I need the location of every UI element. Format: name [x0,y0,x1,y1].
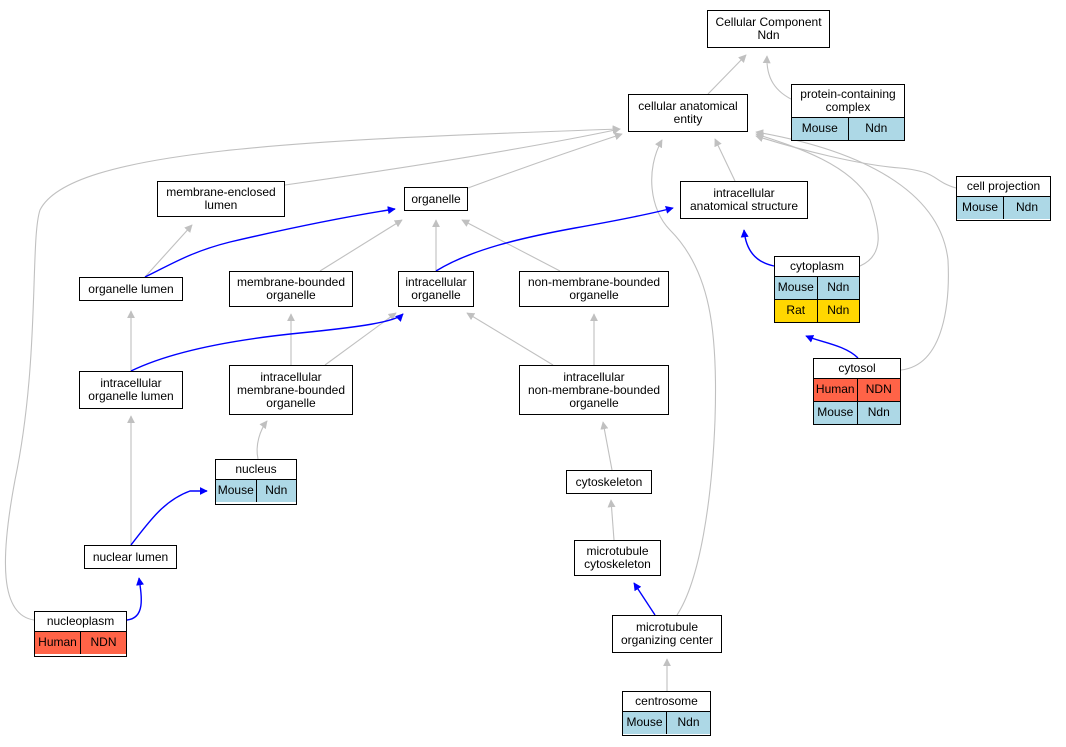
edge-pcc-to-cc [762,55,796,102]
species-cell: Mouse [814,402,857,424]
node-label: non-membrane-bounded organelle [527,275,661,302]
node-label: protein-containing complex [800,87,896,114]
gene-cell: Ndn [816,300,859,322]
edge-np-partof-nl [126,577,145,621]
node-microtubule-organizing-center[interactable]: microtubule organizing center [612,615,722,653]
node-label: nucleoplasm [46,614,115,628]
node-label: intracellular membrane-bounded organelle [236,369,346,410]
species-cell: Mouse [775,277,817,299]
edge-mtoc-partof-mtc [633,582,656,616]
node-label: microtubule cytoskeleton [584,544,651,571]
edge-inmbo-to-io [466,312,554,366]
node-label: intracellular non-membrane-bounded organ… [527,369,661,410]
node-label: microtubule organizing center [620,620,714,647]
node-intracellular-non-membrane-bounded-organelle[interactable]: intracellular non-membrane-bounded organ… [519,365,669,415]
species-row: Mouse Ndn [814,401,900,424]
edge-cs-to-inmbo [600,421,613,471]
node-label: membrane-bounded organelle [236,275,346,302]
species-row: Human NDN [35,631,126,654]
species-cell: Mouse [216,480,256,502]
gene-cell: NDN [80,632,126,654]
node-label: cytoplasm [789,259,845,273]
species-row: Mouse Ndn [792,117,904,140]
node-nucleus[interactable]: nucleus Mouse Ndn [215,459,297,505]
species-row: Mouse Ndn [623,711,710,734]
species-row: Rat Ndn [775,299,859,322]
edge-ias-to-cae [714,138,736,182]
edge-io-partof-ias [435,205,674,272]
node-label: cell projection [966,179,1041,193]
edge-np-to-cae [4,125,621,621]
species-row: Mouse Ndn [957,196,1050,219]
node-intracellular-membrane-bounded-organelle[interactable]: intracellular membrane-bounded organelle [229,365,353,415]
edge-ol-to-mel [144,224,193,278]
node-label: membrane-enclosed lumen [166,185,276,212]
node-cellular-component[interactable]: Cellular Component Ndn [707,10,830,48]
edge-nuc-to-imbo [256,420,268,460]
node-intracellular-anatomical-structure[interactable]: intracellular anatomical structure [680,181,808,219]
species-row: Human NDN [814,378,900,401]
node-label: nucleus [235,462,277,476]
edge-mel-to-cae [284,126,621,186]
node-label: intracellular anatomical structure [689,186,799,213]
edge-nl-partof-nuc [130,487,208,546]
edge-mtc-to-cs [607,499,616,541]
node-nuclear-lumen[interactable]: nuclear lumen [84,545,177,569]
edge-org-to-cae [467,132,623,189]
node-non-membrane-bounded-organelle[interactable]: non-membrane-bounded organelle [519,271,669,307]
edge-mbo-to-org [319,219,403,272]
node-label: organelle [411,191,461,206]
edge-iol-partof-io [130,313,404,372]
gene-cell: Ndn [847,118,904,140]
node-protein-containing-complex[interactable]: protein-containing complex Mouse Ndn [791,84,905,141]
node-centrosome[interactable]: centrosome Mouse Ndn [622,691,711,736]
edge-nmbo-to-org [461,219,561,272]
species-row: Mouse Ndn [775,276,859,299]
node-membrane-bounded-organelle[interactable]: membrane-bounded organelle [229,271,353,307]
node-membrane-enclosed-lumen[interactable]: membrane-enclosed lumen [157,181,285,217]
node-organelle-lumen[interactable]: organelle lumen [79,277,183,301]
species-cell: Mouse [623,712,666,734]
species-cell: Rat [775,300,817,322]
edge-cytosol-to-cae [755,129,949,371]
gene-cell: Ndn [1003,197,1050,219]
node-nucleoplasm[interactable]: nucleoplasm Human NDN [34,611,127,657]
gene-cell: Ndn [816,277,859,299]
gene-cell: Ndn [666,712,710,734]
gene-cell: Ndn [856,402,900,424]
species-cell: Mouse [792,118,848,140]
node-label: nuclear lumen [92,549,169,564]
edge-cytosol-partof-cyto [805,335,859,359]
node-intracellular-organelle[interactable]: intracellular organelle [398,271,474,307]
node-label: centrosome [635,694,698,708]
node-label: Cellular Component Ndn [715,15,822,42]
species-row: Mouse Ndn [216,479,296,502]
node-label: cellular anatomical entity [638,99,738,126]
node-label: cytoskeleton [575,474,643,489]
node-cytoskeleton[interactable]: cytoskeleton [566,470,652,494]
edge-ol-partof-org [144,206,396,278]
species-cell: Mouse [957,197,1003,219]
node-cell-projection[interactable]: cell projection Mouse Ndn [956,176,1051,221]
node-label: intracellular organelle lumen [88,376,174,403]
gene-cell: Ndn [255,480,296,502]
node-cellular-anatomical-entity[interactable]: cellular anatomical entity [628,94,748,132]
node-label: intracellular organelle [405,275,467,302]
edge-cyto-to-cae [755,132,879,267]
node-label: organelle lumen [88,281,174,296]
node-organelle[interactable]: organelle [404,187,468,211]
edge-mtoc-to-cae [651,139,717,616]
species-cell: Human [814,379,857,401]
node-intracellular-organelle-lumen[interactable]: intracellular organelle lumen [79,371,183,409]
edge-cyto-partof-ias [740,229,775,267]
species-cell: Human [35,632,80,654]
node-label: cytosol [838,361,876,375]
node-cytosol[interactable]: cytosol Human NDN Mouse Ndn [813,358,901,425]
edge-cae-to-cc [707,54,747,95]
node-cytoplasm[interactable]: cytoplasm Mouse Ndn Rat Ndn [774,256,860,323]
gene-cell: NDN [856,379,900,401]
node-microtubule-cytoskeleton[interactable]: microtubule cytoskeleton [574,540,661,576]
